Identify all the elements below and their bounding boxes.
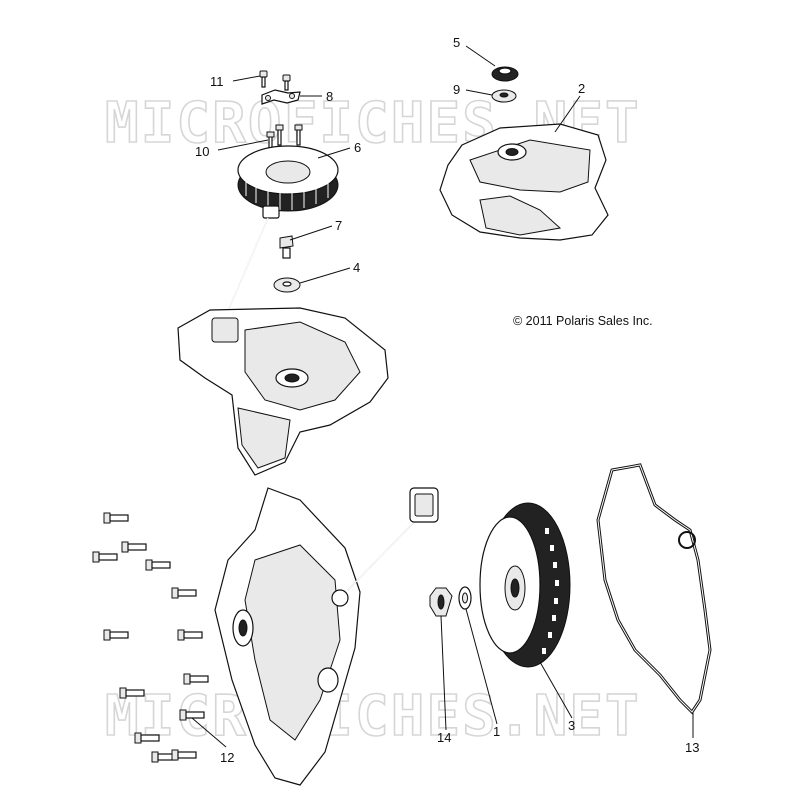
- upper-left-cover: [177, 307, 389, 476]
- callout-10: 10: [195, 144, 209, 159]
- callout-13: 13: [685, 740, 699, 755]
- part-7-plug: [279, 235, 294, 259]
- callouts: 11 8 10 6 7 4 5 9 2 12 14 1 3 13: [195, 35, 699, 765]
- part-2-cover: [439, 123, 609, 241]
- callout-1: 1: [493, 724, 500, 739]
- callout-5: 5: [453, 35, 460, 50]
- callout-7: 7: [335, 218, 342, 233]
- speed-sensor: [347, 487, 439, 591]
- callout-8: 8: [326, 89, 333, 104]
- part-13-gasket: [596, 463, 712, 715]
- part-8-bracket: [261, 89, 301, 105]
- copyright-notice: © 2011 Polaris Sales Inc.: [513, 314, 653, 328]
- part-6-stator: [237, 145, 339, 219]
- part-5-seal: [491, 66, 519, 82]
- part-12-bolts: [92, 512, 209, 763]
- callout-3: 3: [568, 718, 575, 733]
- callout-2: 2: [578, 81, 585, 96]
- part-10-bolts: [266, 124, 303, 153]
- lower-case-cover: [214, 487, 361, 786]
- part-1-washer: [458, 586, 472, 610]
- part-9-washer: [491, 89, 517, 103]
- stator-wire: [224, 217, 269, 319]
- callout-4: 4: [353, 260, 360, 275]
- part-4-washer: [273, 277, 301, 293]
- callout-6: 6: [354, 140, 361, 155]
- callout-11: 11: [210, 74, 224, 89]
- part-11-screws: [259, 70, 291, 91]
- callout-12: 12: [220, 750, 234, 765]
- part-14-nut: [429, 587, 453, 617]
- callout-9: 9: [453, 82, 460, 97]
- leader-lines: [191, 45, 694, 748]
- callout-14: 14: [437, 730, 451, 745]
- part-3-flywheel: [479, 502, 571, 668]
